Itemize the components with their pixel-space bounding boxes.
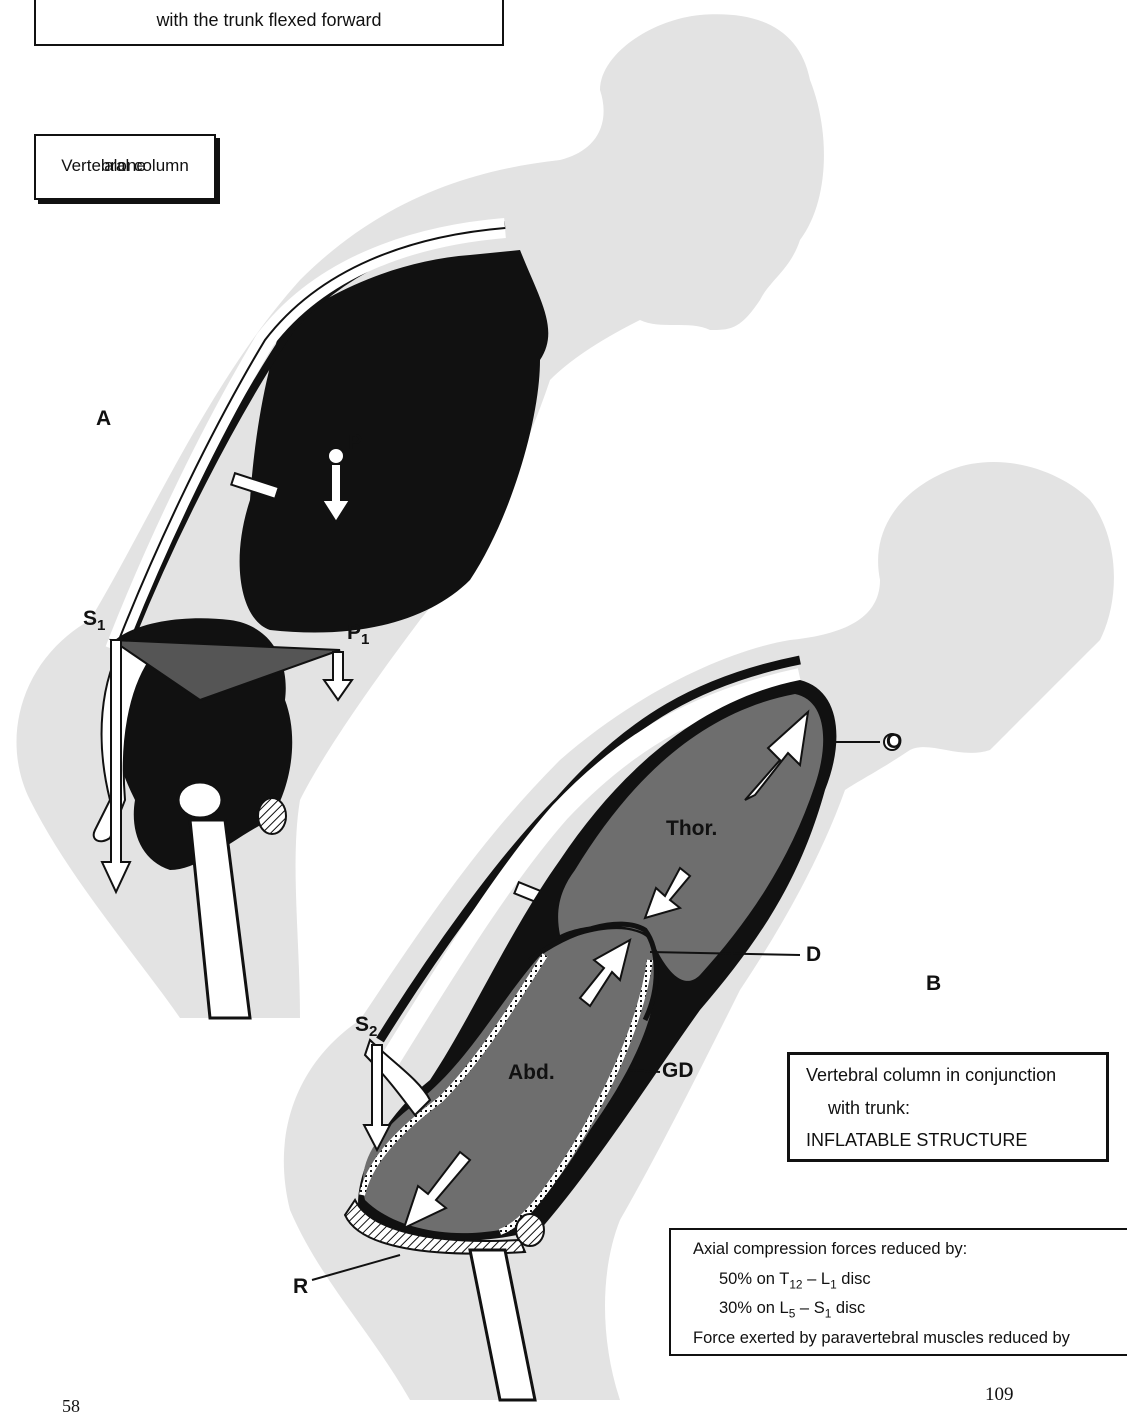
- axial-line2: 50% on T12 – L1 disc: [719, 1270, 871, 1291]
- figure-a-point-p: [328, 448, 344, 464]
- box-b-line1: Vertebral column in conjunction: [806, 1065, 1056, 1086]
- box-axial-compression: Axial compression forces reduced by: 50%…: [669, 1228, 1127, 1356]
- page-number-left: 58: [62, 1396, 80, 1417]
- box-b-line3: INFLATABLE STRUCTURE: [806, 1130, 1027, 1151]
- label-d: D: [806, 944, 821, 965]
- label-s2: S2: [355, 1014, 377, 1039]
- box-b-line2: with trunk:: [828, 1098, 910, 1119]
- label-p1: P1: [347, 622, 369, 647]
- label-p: P: [348, 432, 362, 453]
- title-text: with the trunk flexed forward: [36, 10, 502, 31]
- label-s1: S1: [83, 608, 105, 633]
- axial-line4: Force exerted by paravertebral muscles r…: [693, 1329, 1070, 1348]
- label-thor: Thor.: [666, 818, 717, 839]
- label-a: A: [96, 408, 111, 429]
- label-o: O: [886, 731, 902, 752]
- label-gd: GD: [662, 1060, 694, 1081]
- page-number: 109: [985, 1384, 1014, 1406]
- title-box: with the trunk flexed forward: [34, 0, 504, 46]
- box-inflatable-structure: Vertebral column in conjunction with tru…: [787, 1052, 1109, 1162]
- label-r: R: [293, 1276, 308, 1297]
- axial-line3: 30% on L5 – S1 disc: [719, 1299, 865, 1320]
- figure-a-section-hatch: [258, 798, 286, 834]
- box-a-line2: alone: [36, 154, 214, 178]
- axial-line1: Axial compression forces reduced by:: [693, 1240, 967, 1259]
- label-b: B: [926, 973, 941, 994]
- figure-a-hip-joint: [178, 782, 222, 818]
- label-abd: Abd.: [508, 1062, 555, 1083]
- figure-b-section-hatch: [516, 1214, 544, 1246]
